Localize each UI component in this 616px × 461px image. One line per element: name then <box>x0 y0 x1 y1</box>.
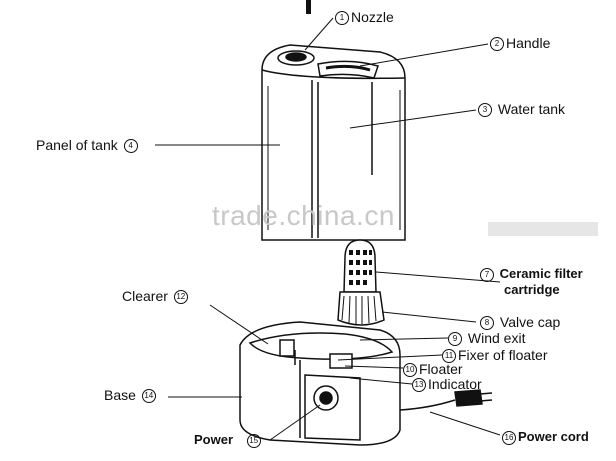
number-14: 14 <box>141 389 156 404</box>
label-handle-text: Handle <box>506 35 551 51</box>
number-4: 4 <box>123 139 138 154</box>
number-8: 8 <box>480 316 494 331</box>
number-16: 16 <box>502 430 516 445</box>
label-water-tank-text: Water tank <box>497 101 566 117</box>
label-power-text: Power <box>194 432 234 447</box>
label-clearer-text: Clearer <box>122 288 168 304</box>
label-wind-exit-text: Wind exit <box>467 330 526 346</box>
number-3: 3 <box>478 103 492 118</box>
label-ceramic-filter-line2: cartridge <box>504 282 560 297</box>
watermark-blot <box>488 222 598 236</box>
number-12: 12 <box>173 290 188 305</box>
label-ceramic-filter-line1: Ceramic filter <box>499 266 583 281</box>
number-1: 1 <box>335 11 349 26</box>
number-11: 11 <box>442 349 456 364</box>
label-floater-text: Floater <box>419 361 463 377</box>
label-valve-cap: 8 Valve cap <box>478 314 561 331</box>
label-indicator-text: Indicator <box>428 376 482 392</box>
header-mark <box>306 0 311 14</box>
leader-lines <box>155 17 501 441</box>
label-power-cord-text: Power cord <box>518 429 589 444</box>
label-nozzle-text: Nozzle <box>351 9 394 25</box>
ceramic-filter-drawing <box>337 239 385 326</box>
number-10: 10 <box>403 363 417 378</box>
number-2: 2 <box>490 37 504 52</box>
number-9: 9 <box>448 332 462 347</box>
label-valve-cap-text: Valve cap <box>499 314 561 330</box>
label-power: Power 15 <box>194 432 263 448</box>
label-clearer: Clearer 12 <box>122 288 190 305</box>
watermark: trade.china.cn <box>212 200 395 231</box>
label-panel-of-tank: Panel of tank 4 <box>36 137 140 154</box>
label-base-text: Base <box>104 387 136 403</box>
label-base: Base 14 <box>104 387 158 404</box>
label-wind-exit: 9 Wind exit <box>446 330 526 347</box>
label-panel-of-tank-text: Panel of tank <box>36 137 118 153</box>
label-fixer-of-floater-text: Fixer of floater <box>458 347 548 363</box>
label-water-tank: 3 Water tank <box>476 101 566 118</box>
number-7: 7 <box>480 267 494 282</box>
label-ceramic-filter: 7 Ceramic filter cartridge <box>478 266 583 298</box>
number-15: 15 <box>246 433 261 448</box>
base-drawing <box>239 321 493 446</box>
number-13: 13 <box>412 378 426 393</box>
